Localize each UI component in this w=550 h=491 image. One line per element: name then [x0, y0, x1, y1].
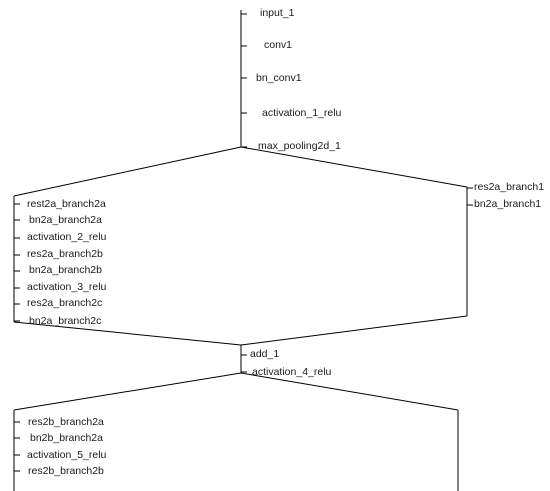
node-res2b-branch2a[interactable]: res2b_branch2a — [28, 416, 104, 428]
node-input-1[interactable]: input_1 — [260, 7, 295, 19]
merge-edge-left — [13, 321, 242, 346]
node-add-1[interactable]: add_1 — [250, 348, 280, 360]
node-bn2a-branch2a[interactable]: bn2a_branch2a — [29, 214, 102, 226]
node-res2b-branch2b[interactable]: res2b_branch2b — [28, 465, 104, 477]
node-bn2a-branch2b[interactable]: bn2a_branch2b — [29, 264, 102, 276]
node-res2a-branch2c[interactable]: res2a_branch2c — [27, 297, 103, 309]
node-activation-5-relu[interactable]: activation_5_relu — [27, 449, 107, 461]
node-conv1[interactable]: conv1 — [264, 39, 293, 51]
split-edge-left — [13, 146, 242, 197]
split2-edge-right — [240, 372, 459, 411]
node-bn2b-branch2a[interactable]: bn2b_branch2a — [30, 432, 103, 444]
node-activation-3-relu[interactable]: activation_3_relu — [27, 281, 107, 293]
merge-edge-right — [240, 315, 468, 346]
node-bn2a-branch1[interactable]: bn2a_branch1 — [474, 198, 542, 210]
split2-edge-left — [13, 372, 242, 411]
node-activation-2-relu[interactable]: activation_2_relu — [27, 231, 107, 243]
node-res2a-branch2b[interactable]: res2a_branch2b — [27, 248, 103, 260]
node-max-pooling2d-1[interactable]: max_pooling2d_1 — [258, 140, 341, 152]
node-bn2a-branch2c[interactable]: bn2a_branch2c — [29, 315, 102, 327]
split-edge-right — [240, 146, 468, 188]
node-rest2a-branch2a[interactable]: rest2a_branch2a — [27, 198, 106, 210]
node-res2a-branch1[interactable]: res2a_branch1 — [474, 181, 545, 193]
node-activation-4-relu[interactable]: activation_4_relu — [252, 366, 332, 378]
node-activation-1-relu[interactable]: activation_1_relu — [262, 107, 342, 119]
node-bn-conv1[interactable]: bn_conv1 — [256, 72, 302, 84]
